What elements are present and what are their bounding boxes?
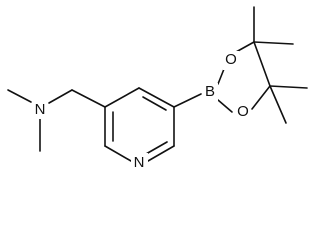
bond-n-to-ch2 [48,89,73,104]
bond-c-bottom-to-o-bottom [251,85,271,110]
bond-c-top-to-c-bottom [253,41,271,87]
boron-label: B [205,83,215,100]
boron-bg [202,83,218,102]
oxygen-top-bg [223,51,239,70]
bond-boron-to-o-bottom [217,99,233,113]
oxygen-top-label: O [225,51,237,68]
ring-double-bond-top [142,96,167,111]
molecule-svg: N N B O O [7,6,308,172]
amine-nitrogen-bg [32,101,48,119]
bond-ring-to-boron [173,93,202,108]
pyridine-nitrogen-bg [131,153,148,172]
bond-methyl-top-to-n [7,89,32,103]
ring-bond-c4-n [147,145,175,162]
methyl-bottom-down [269,85,287,124]
ring-bond-c1-c2 [104,87,140,108]
methyl-top-right [253,41,294,45]
amine-nitrogen-label: N [35,101,46,118]
structure-diagram: N N B O O [7,6,308,172]
bond-ch2-to-ring [71,89,106,108]
oxygen-bottom-bg [235,103,251,122]
ring-bond-c2-c3 [138,87,175,108]
oxygen-bottom-label: O [237,103,249,120]
ring-double-bond-bottom [145,141,168,155]
bond-o-top-to-c-top [235,41,255,53]
methyl-bottom-right [269,85,308,89]
pyridine-nitrogen-label: N [134,154,145,171]
bond-boron-to-o-top [217,68,225,85]
ring-bond-n-c6 [104,145,132,162]
